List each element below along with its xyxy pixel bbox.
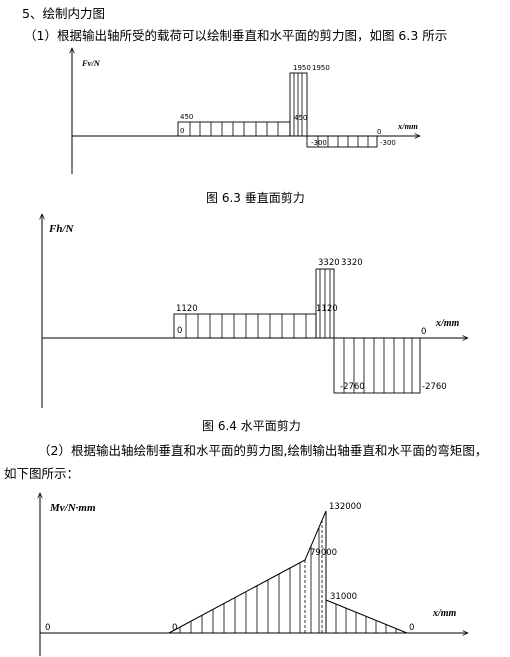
paragraph-shear-intro: （1）根据输出轴所受的载荷可以绘制垂直和水平面的剪力图，如图 6.3 所示 (24, 28, 448, 43)
fig2-hatch-3320 (319, 269, 331, 338)
fig2-hatch-1120 (185, 314, 307, 338)
figure-horizontal-shear: Fh/N x/mm 1120 0 3320 3320 112 (42, 214, 468, 408)
fig2-label-3320-b: 3320 (341, 258, 363, 268)
fig1-label-neg300-a: -300 (311, 139, 327, 147)
fig1-label-450-right: 450 (294, 114, 307, 122)
fig1-label-1950-a: 1950 (293, 64, 311, 72)
fig2-label-0-right: 0 (421, 327, 426, 337)
fig2-block-neg2760 (333, 337, 421, 394)
fig1-label-1950-b: 1950 (312, 64, 330, 72)
caption-fig-6-4: 图 6.4 水平面剪力 (202, 419, 301, 433)
fig3-label-end-0: 0 (409, 623, 414, 633)
fig1-hatch-1950 (293, 73, 303, 136)
fig1-label-450-left: 450 (180, 113, 193, 121)
fig1-hatch-neg300 (317, 136, 369, 147)
fig2-block-1120 (173, 313, 317, 339)
paragraph-moment-intro-cont: 如下图所示： (4, 466, 80, 481)
figure-vertical-shear: Fv/N x/mm 0 450 1950 1950 450 0 -300 (72, 48, 420, 174)
fig2-hatch-neg2760 (343, 338, 413, 393)
fig1-label-0-right: 0 (377, 128, 381, 136)
section-title: 5、绘制内力图 (22, 6, 105, 21)
figure-bending-moment: Mv/N·mm x/mm 0 0 132000 79000 31000 (40, 493, 468, 656)
fig3-label-origin-0: 0 (45, 623, 50, 633)
fig2-xlabel: x/mm (435, 318, 460, 329)
fig2-ylabel: Fh/N (48, 223, 75, 235)
fig3-hatch-left (179, 527, 320, 633)
fig1-hatch-450 (189, 122, 279, 136)
fig1-block-neg300 (306, 135, 378, 148)
fig1-block-450 (177, 121, 291, 137)
caption-fig-6-3: 图 6.3 垂直面剪力 (206, 191, 305, 205)
fig3-label-31000: 31000 (330, 592, 357, 602)
fig1-label-0-left: 0 (180, 127, 184, 135)
fig1-label-neg300-b: -300 (380, 139, 396, 147)
paragraph-moment-intro: （2）根据输出轴绘制垂直和水平面的剪力图,绘制输出轴垂直和水平面的弯矩图， (38, 443, 488, 458)
fig3-label-start-0: 0 (172, 623, 177, 633)
fig2-label-0-left: 0 (177, 326, 182, 336)
fig3-moment-fall (325, 599, 408, 634)
fig3-label-79000: 79000 (310, 548, 337, 558)
fig3-label-132000: 132000 (329, 502, 361, 512)
fig2-label-neg2760-b: -2760 (422, 382, 447, 392)
fig1-xlabel: x/mm (397, 121, 418, 131)
fig3-moment-rise (168, 510, 327, 634)
fig3-xlabel: x/mm (432, 608, 457, 619)
fig3-ylabel: Mv/N·mm (49, 502, 96, 514)
fig2-label-1120-left: 1120 (176, 304, 198, 314)
fig1-block-1950 (289, 72, 308, 137)
fig3-hatch-right (335, 604, 397, 633)
fig2-label-3320-a: 3320 (318, 258, 340, 268)
fig1-ylabel: Fv/N (81, 58, 101, 68)
fig2-label-1120-right: 1120 (316, 304, 338, 314)
fig2-label-neg2760-a: -2760 (340, 382, 365, 392)
